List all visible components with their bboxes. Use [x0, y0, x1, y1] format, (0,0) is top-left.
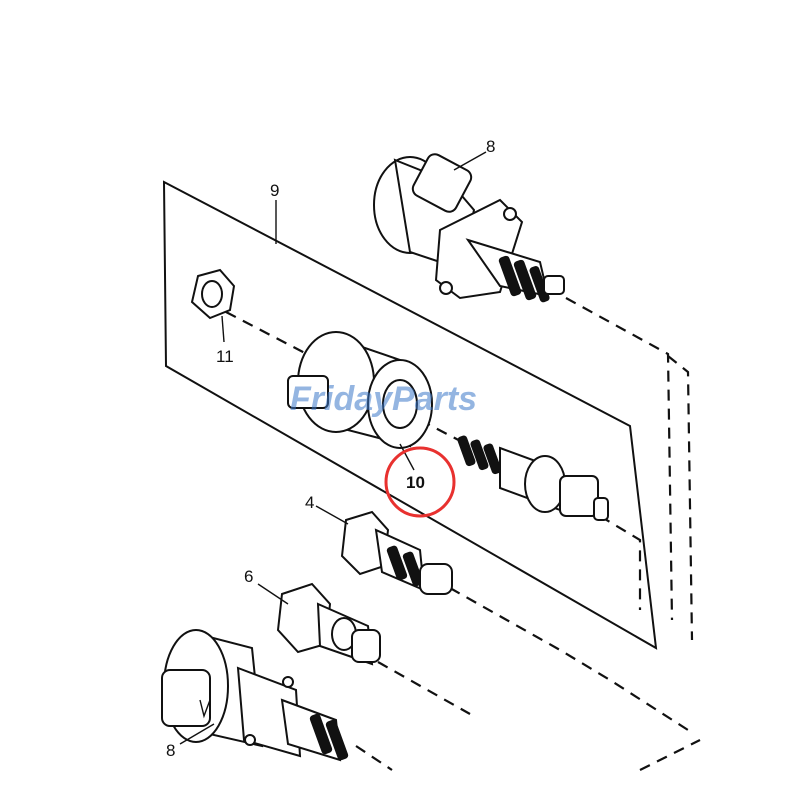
part-11-nut	[190, 268, 236, 320]
callout-6: 6	[244, 567, 253, 586]
part-10-coil	[287, 331, 433, 449]
callout-10: 10	[406, 473, 425, 492]
part-8-bottom-solenoid	[161, 629, 349, 762]
kit-panel-outline	[162, 180, 658, 650]
part-spool-valve	[457, 435, 609, 521]
watermark-text: FridayParts	[290, 380, 477, 418]
callout-4: 4	[305, 493, 314, 512]
leader-lines	[179, 151, 487, 745]
assembly-dashed-lines	[225, 297, 701, 771]
part-8-top-solenoid	[373, 153, 565, 303]
callout-8-top: 8	[486, 137, 495, 156]
part-4-valve	[340, 510, 453, 595]
callout-11: 11	[216, 347, 234, 366]
callout-9: 9	[270, 181, 279, 200]
part-6-valve	[276, 582, 381, 666]
callout-8-bottom: 8	[166, 741, 175, 760]
highlight-circle	[384, 446, 456, 518]
